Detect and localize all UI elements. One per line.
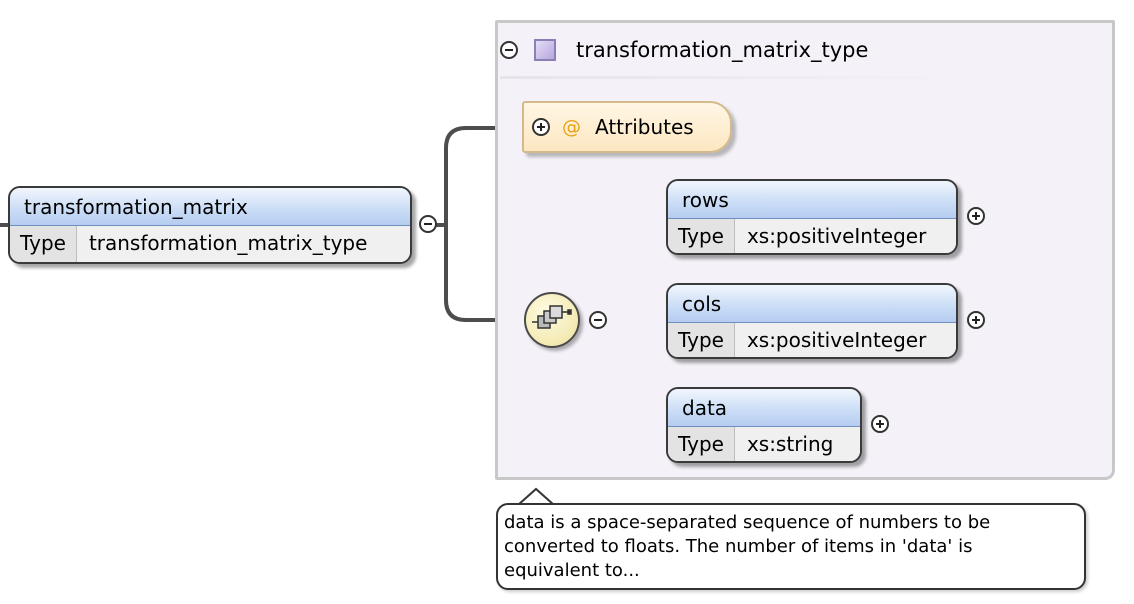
expand-cols-icon[interactable] [967,311,985,329]
attributes-group[interactable]: @ Attributes [522,101,732,153]
complex-type-icon [534,39,556,61]
root-element-type-row: Type transformation_matrix_type [10,226,410,262]
element-rows[interactable]: rows Type xs:positiveInteger [666,179,958,255]
attributes-label: Attributes [595,115,694,139]
sequence-compositor-icon [532,305,572,329]
root-element-type-value: transformation_matrix_type [76,226,410,262]
root-element-name: transformation_matrix [10,188,410,226]
sequence-compositor[interactable] [524,292,580,348]
attributes-connector [444,126,528,227]
expand-data-icon[interactable] [871,415,889,433]
element-cols-type-value: xs:positiveInteger [734,323,956,357]
expand-attributes-icon[interactable] [532,118,550,136]
element-data-type-value: xs:string [734,427,860,461]
complex-type-name: transformation_matrix_type [576,38,869,62]
element-data-type-row: Type xs:string [668,427,860,461]
attribute-at-icon: @ [562,116,581,138]
documentation-tooltip: data is a space-separated sequence of nu… [496,503,1086,590]
sequence-connector [444,223,528,322]
complex-type-header-divider [500,76,970,79]
element-cols-type-row: Type xs:positiveInteger [668,323,956,357]
element-rows-type-row: Type xs:positiveInteger [668,219,956,253]
expand-rows-icon[interactable] [967,207,985,225]
element-cols[interactable]: cols Type xs:positiveInteger [666,283,958,359]
element-rows-name: rows [668,181,956,219]
collapse-complex-type-icon[interactable] [500,41,518,59]
element-cols-name: cols [668,285,956,323]
element-data-name: data [668,389,860,427]
element-cols-type-key: Type [668,323,735,357]
element-data[interactable]: data Type xs:string [666,387,862,463]
complex-type-header: transformation_matrix_type [500,30,868,70]
element-rows-type-value: xs:positiveInteger [734,219,956,253]
collapse-sequence-icon[interactable] [589,311,607,329]
element-data-type-key: Type [668,427,735,461]
root-element-type-key: Type [10,226,77,262]
element-rows-type-key: Type [668,219,735,253]
collapse-root-element-icon[interactable] [419,215,437,233]
root-element-transformation-matrix[interactable]: transformation_matrix Type transformatio… [8,186,412,264]
